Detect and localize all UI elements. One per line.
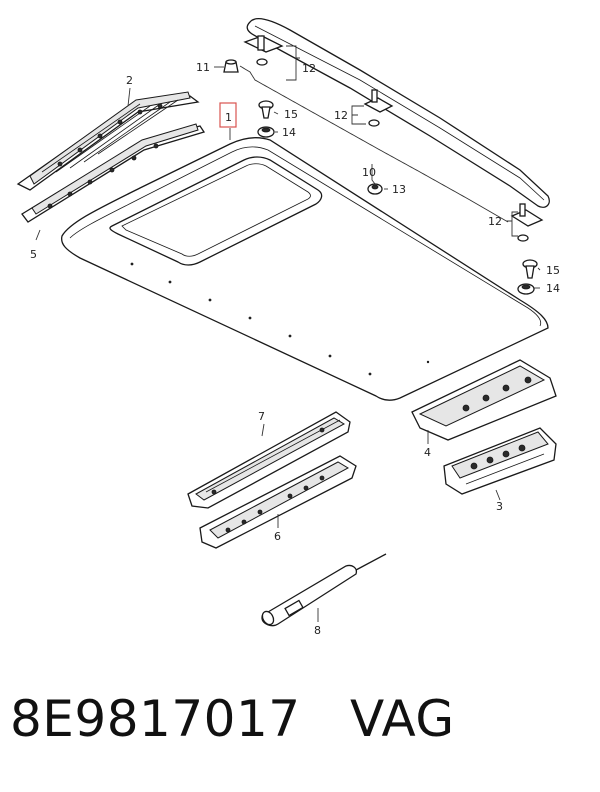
sealant-tube-8	[261, 553, 387, 627]
bow-2	[16, 91, 200, 191]
clip-15-right	[522, 259, 538, 279]
leader-lines	[35, 45, 541, 622]
bow-3	[443, 427, 557, 495]
roof-panel	[60, 137, 549, 401]
clip-12-right	[510, 203, 544, 242]
clip-12-top	[243, 35, 284, 66]
grommet-13	[367, 183, 383, 195]
callout-14-top: 14	[282, 126, 296, 139]
callout-7: 7	[258, 410, 265, 423]
callout-14-right: 14	[546, 282, 560, 295]
brand-name: VAG	[350, 690, 455, 748]
callout-5: 5	[30, 248, 37, 261]
callout-10: 10	[362, 166, 376, 179]
callout-2: 2	[126, 74, 133, 87]
callout-8: 8	[314, 624, 321, 637]
callout-15-top: 15	[284, 108, 298, 121]
grommet-14-right	[517, 283, 535, 295]
grommet-14-top	[257, 126, 275, 138]
highlight-box-1	[219, 102, 237, 128]
nut-11	[223, 59, 239, 73]
part-number: 8E9817017	[10, 690, 301, 748]
callout-11: 11	[196, 61, 210, 74]
parts-diagram: 1 2 3 4 5 6 7 8 10 11 12 12 12 13 14 14 …	[16, 18, 560, 637]
callout-3: 3	[496, 500, 503, 513]
roof-rail	[246, 18, 550, 208]
bow-4	[411, 359, 557, 441]
callout-12-middle: 12	[334, 109, 348, 122]
callout-12-right: 12	[488, 215, 502, 228]
bow-5	[21, 123, 206, 223]
callout-6: 6	[274, 530, 281, 543]
clip-12-middle	[363, 89, 394, 127]
clip-15-top	[258, 100, 274, 119]
caption: 8E9817017 VAG	[0, 690, 600, 770]
callout-4: 4	[424, 446, 431, 459]
callout-1: 1	[225, 111, 232, 124]
callout-12-top: 12	[302, 62, 316, 75]
bow-7	[187, 411, 351, 509]
callout-15-right: 15	[546, 264, 560, 277]
bow-6	[199, 455, 357, 549]
callout-13: 13	[392, 183, 406, 196]
